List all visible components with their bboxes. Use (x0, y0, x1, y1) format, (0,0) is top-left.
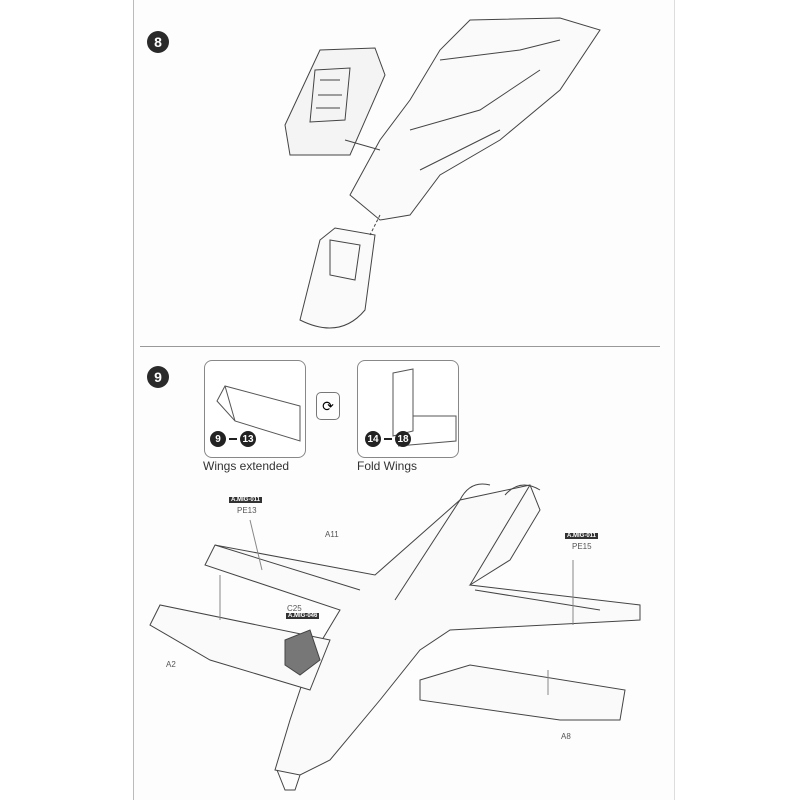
fold-wings-step-range: 14 18 (365, 431, 411, 447)
rotate-arrows-icon: ⟳ (316, 392, 340, 420)
fold-wings-caption: Fold Wings (357, 459, 418, 473)
pe15-label: PE15 (572, 542, 592, 551)
range-start: 14 (365, 431, 381, 447)
c25-paint-tag: A.MIG-046 (286, 613, 320, 619)
range-start: 9 (210, 431, 226, 447)
range-dash (384, 438, 392, 440)
step-8-badge: 8 (147, 31, 169, 53)
step-divider (140, 346, 660, 347)
pe15-paint-tag: A.MIG-011 (565, 533, 599, 539)
fold-wings-drawing (392, 368, 457, 447)
a2-label: A2 (166, 660, 176, 669)
pe13-label: PE13 (237, 506, 257, 515)
wings-extended-caption: Wings extended (203, 459, 290, 473)
wings-extended-drawing (216, 385, 301, 442)
range-end: 18 (395, 431, 411, 447)
range-end: 13 (240, 431, 256, 447)
c25-label: C25 (287, 604, 302, 613)
step-9-badge: 9 (147, 366, 169, 388)
a8-label: A8 (561, 732, 571, 741)
a11-label: A11 (325, 530, 339, 539)
pe13-paint-tag: A.MIG-011 (229, 497, 263, 503)
wings-extended-step-range: 9 13 (210, 431, 256, 447)
range-dash (229, 438, 237, 440)
